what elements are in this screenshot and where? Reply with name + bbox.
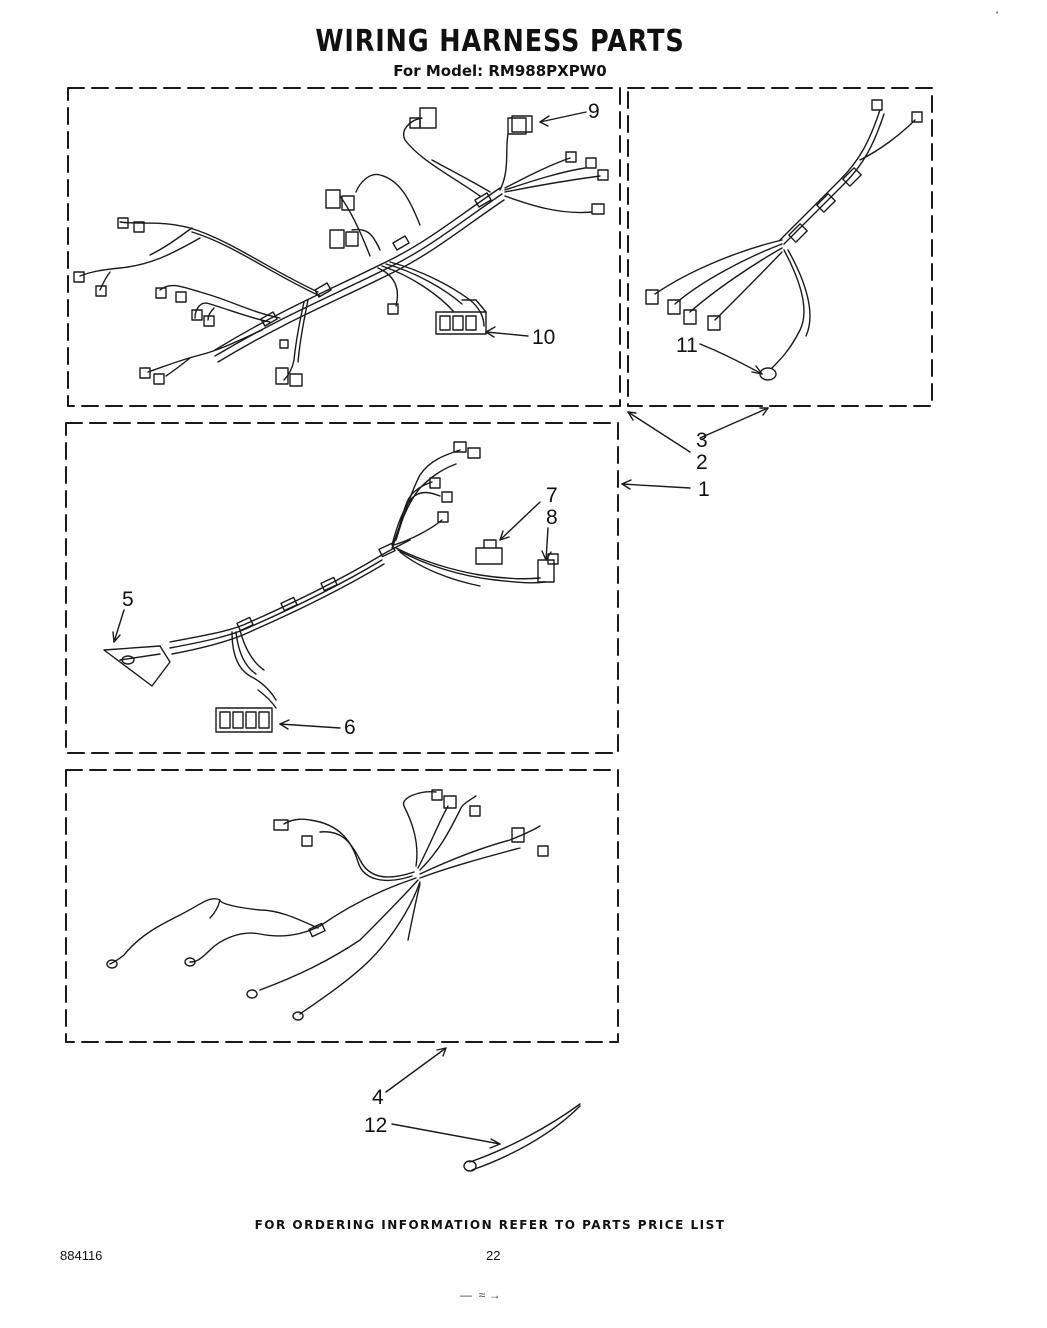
callout-7: 7 — [546, 484, 558, 507]
callout-4: 4 — [372, 1086, 384, 1109]
callout-3: 3 — [696, 429, 708, 452]
cable-tie-12 — [463, 1103, 581, 1172]
connector-7 — [475, 539, 503, 565]
harness-box-top-left — [67, 87, 621, 407]
connector-8 — [537, 553, 559, 583]
page-number: 22 — [486, 1248, 501, 1263]
connector-5 — [103, 645, 171, 687]
callout-12: 12 — [364, 1114, 387, 1137]
connector-9 — [511, 115, 533, 133]
main-harness-wires — [73, 107, 609, 387]
callout-11: 11 — [676, 334, 698, 357]
corner-tick-mark: ' — [996, 10, 999, 22]
callout-9: 9 — [588, 100, 600, 123]
harness-1-wires — [169, 441, 546, 701]
plug-connector-10 — [435, 299, 487, 335]
ordering-info-note: FOR ORDERING INFORMATION REFER TO PARTS … — [254, 1218, 726, 1232]
callout-5: 5 — [122, 588, 134, 611]
page-title: WIRING HARNESS PARTS — [315, 24, 685, 59]
harness-4-wires — [106, 789, 549, 1021]
callout-2: 2 — [696, 451, 708, 474]
document-number: 884116 — [60, 1248, 103, 1263]
leader-lines — [112, 111, 769, 1149]
harness-box-bottom — [65, 769, 619, 1043]
callout-10: 10 — [532, 326, 555, 349]
callout-1: 1 — [698, 478, 710, 501]
harness-3-wires — [645, 99, 923, 381]
handwritten-scribble: — ≈ → — [460, 1288, 501, 1302]
plug-connector-6 — [215, 689, 277, 733]
callout-8: 8 — [546, 506, 558, 529]
harness-box-top-right — [627, 87, 933, 407]
model-subtitle: For Model: RM988PXPW0 — [393, 62, 607, 80]
callout-6: 6 — [344, 716, 356, 739]
harness-box-middle — [65, 422, 619, 754]
